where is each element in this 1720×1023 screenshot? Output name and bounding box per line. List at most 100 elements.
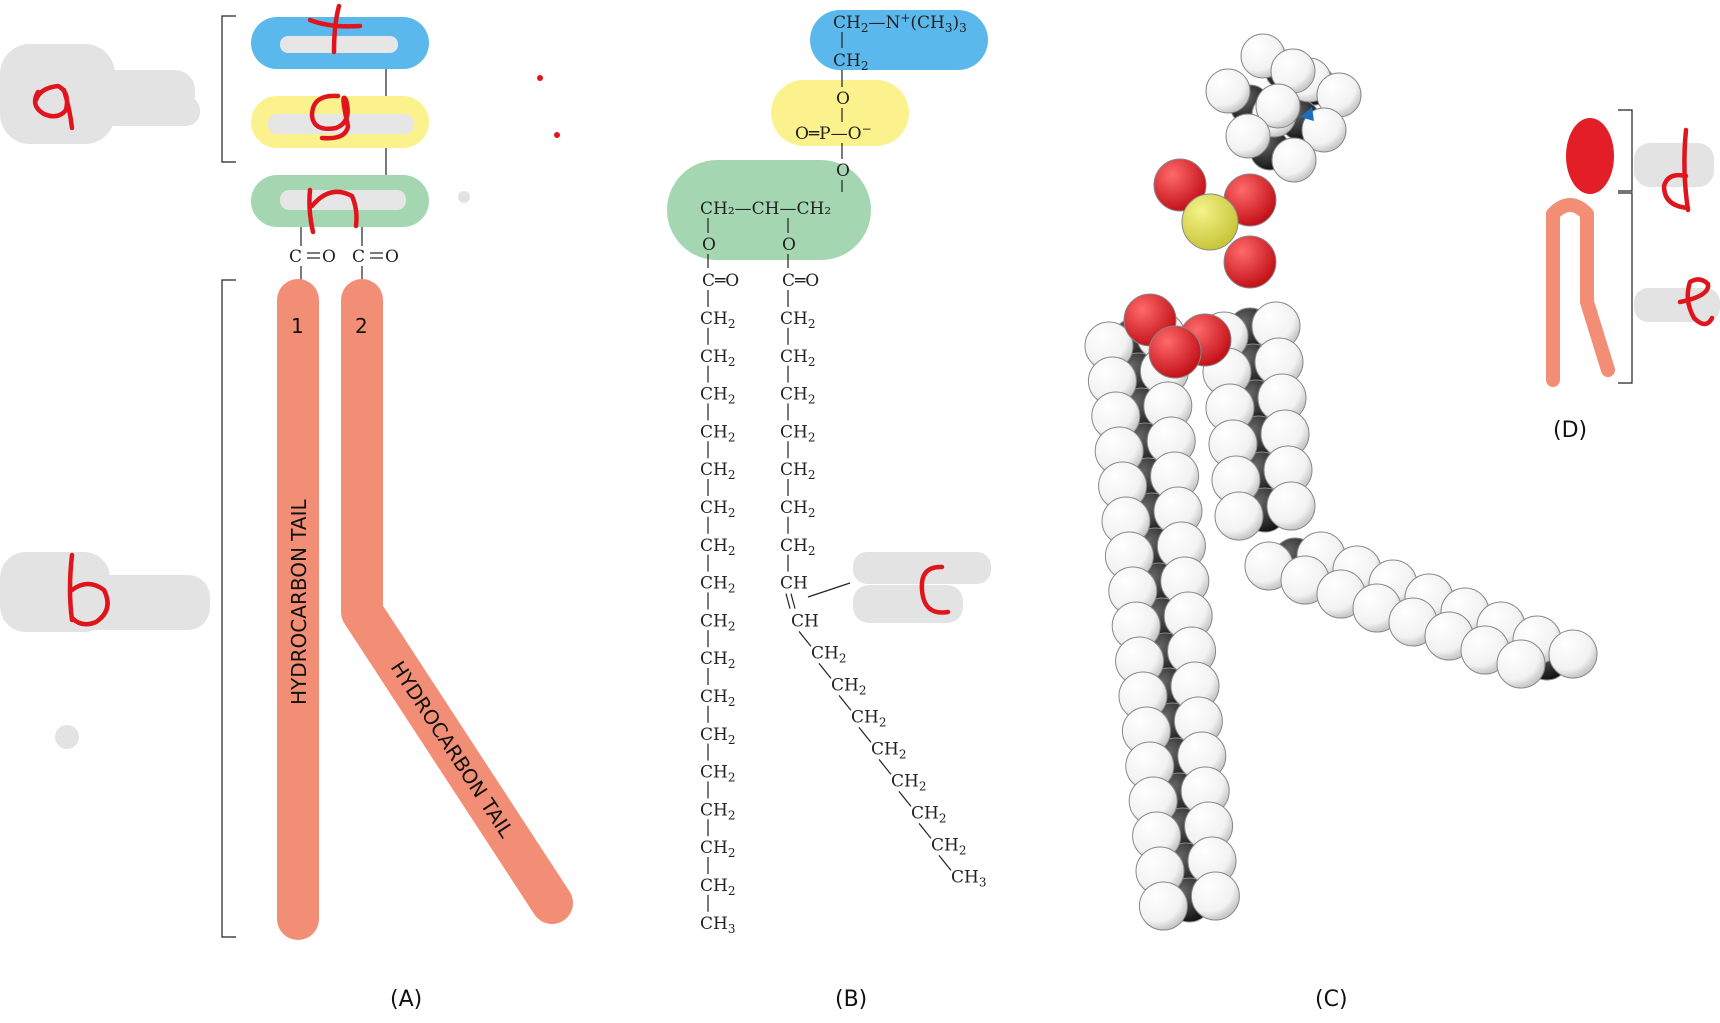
chain-group: CH2 [700,460,735,482]
handwritten-annotations: f [32,3,1715,627]
hydrogen-atom [1271,137,1317,183]
handwritten-b [67,552,110,627]
chain-group: CH2 [780,347,815,369]
handwritten-e [1677,277,1715,327]
handwritten-g [309,93,351,141]
handwritten-a [32,83,75,131]
chain-group: CH2 [931,835,966,857]
head-symbol [1566,118,1614,194]
hydrocarbon-tail-2 [341,279,573,924]
chain-group: CH2 [700,498,735,520]
tail-arch [1547,198,1593,220]
chain-group: CH [791,611,819,631]
oxygen-atom [1153,158,1207,212]
hydrogen-atom [1548,629,1598,679]
tail-1-label: HYDROCARBON TAIL [287,498,311,705]
tail-2-label: HYDROCARBON TAIL [386,657,519,843]
chain-group: CH2 [780,309,815,331]
head-bracket-d [1618,109,1633,192]
chain-group: CH2 [780,498,815,520]
chain-group: CH2 [700,422,735,444]
carbonyl-2: C═O [782,271,819,291]
redaction-smudge [280,36,398,53]
head-bracket [221,15,236,163]
panel-c-label: (C) [1315,987,1348,1012]
panel-b-label: (B) [835,987,867,1012]
oxygen-atom [1148,325,1202,379]
phosphorus-atom [1181,193,1239,251]
choline-pill [810,10,988,70]
chain-group: CH3 [700,914,735,936]
chain-group: CH2 [700,536,735,558]
oxygen-atom [1223,235,1277,289]
panel-c-space-filling-model [1084,33,1598,931]
handwritten-f [307,3,363,55]
bond [798,631,812,647]
carbonyl-1: C═O [702,271,739,291]
chain-group: CH2 [700,800,735,822]
chain-group: CH2 [700,611,735,633]
ester-o-2: O [782,235,796,255]
tail-2-number: 2 [355,314,368,338]
nitrogen-atom [1300,107,1314,121]
chain-group: CH2 [811,643,846,665]
phosphate-row: O═P—O− [795,122,872,144]
bond [878,759,892,775]
chain-group: CH2 [700,876,735,898]
glycerol-pill [667,160,871,260]
hydrogen-atom [1190,871,1240,921]
carbonyl-2-o: O [385,247,399,267]
ink-dot [554,132,560,138]
phosphate-o-top: O [836,89,850,109]
chain-group: CH2 [700,309,735,331]
bond [790,593,796,609]
carbonyl-2-c: C [352,247,365,267]
handwritten-c [919,564,951,615]
redaction-blobs [0,44,560,749]
chain-group: CH2 [700,574,735,596]
choline-ch2: CH2—N+(CH3)3 [833,11,967,35]
ink-dot [537,75,543,81]
panel-d-label: (D) [1553,418,1587,443]
chain-group: CH2 [891,771,926,793]
chain-group: CH2 [911,803,946,825]
tail-bracket [221,279,236,938]
chain-group: CH3 [951,867,986,889]
phosphate-o-bottom: O [836,161,850,181]
bond [858,727,872,743]
bond [818,663,832,679]
bond [838,695,852,711]
hydrogen-atom [1255,83,1301,129]
chain-group: CH [780,574,808,594]
hydrogen-atom [1138,881,1188,931]
chain-group: CH2 [780,536,815,558]
handwritten-d [1661,127,1691,213]
hydrogen-atom [1225,113,1271,159]
chain-group: CH2 [700,838,735,860]
chain-group: CH2 [780,422,815,444]
tail-bracket-d [1618,192,1633,384]
chain-group: CH2 [700,385,735,407]
hydrogen-atom [1266,481,1316,531]
panel-a-label: (A) [390,987,422,1012]
tail-1-number: 1 [291,314,304,338]
panel-a: C O C O 1 2 HYDROCARBON TAIL HYDROCARBON… [221,15,573,1012]
chain-group: CH2 [780,385,815,407]
handwritten-h [307,187,359,235]
panel-b: CH2—N+(CH3)3 CH2 O O═P—O− O CH₂—CH—CH₂ O… [667,10,991,1012]
chain-group: CH2 [700,347,735,369]
hydrogen-atom [1496,639,1546,689]
chain-group: CH2 [871,739,906,761]
hydrogen-atom [1214,491,1264,541]
tail-2-symbol [1580,207,1615,377]
chain-group: CH2 [700,725,735,747]
chain-group: CH2 [851,707,886,729]
glycerol-row: CH₂—CH—CH₂ [700,199,831,219]
bond [938,855,952,871]
ester-o-1: O [702,235,716,255]
bond [918,823,932,839]
carbonyl-1-c: C [289,247,302,267]
carbonyl-1-o: O [322,247,336,267]
phosphate-pill [771,80,909,146]
